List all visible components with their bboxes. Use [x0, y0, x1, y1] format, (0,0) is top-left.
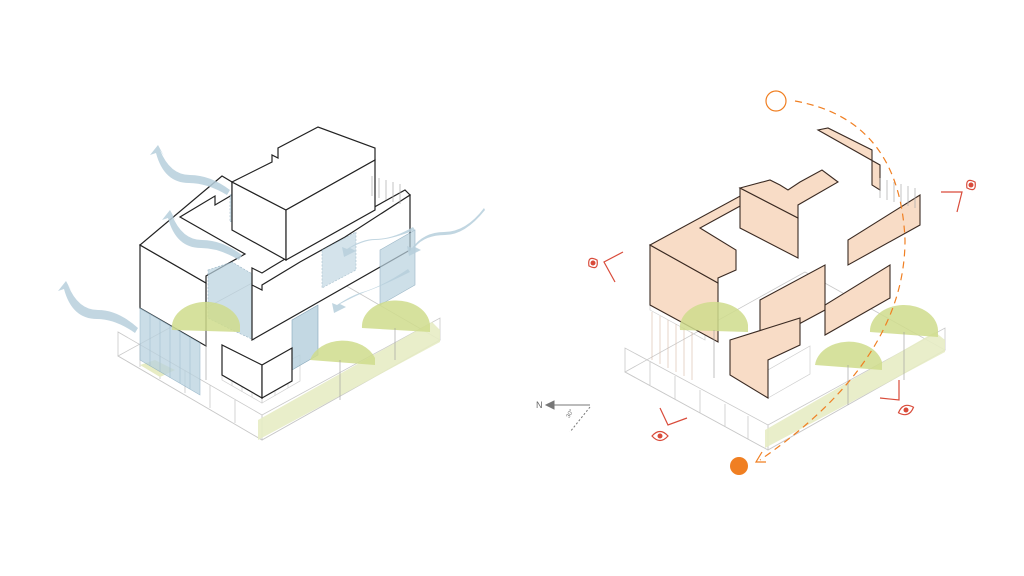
- tree-r1: [679, 301, 748, 378]
- sun-views-diagram: [588, 90, 976, 475]
- window-blue-right: [321, 231, 357, 289]
- screen-panel-right: [379, 229, 416, 306]
- view-eye-bottom-right: [879, 380, 915, 416]
- tree-2: [310, 340, 375, 400]
- volume-centre: [230, 126, 411, 342]
- wind-arrow-right: [407, 208, 485, 256]
- volume-lower: [221, 344, 293, 400]
- view-eye-left: [588, 251, 624, 283]
- tree-3: [361, 300, 430, 360]
- wind-arrow-right-2: [342, 227, 415, 257]
- wind-arrow-mid: [162, 210, 242, 260]
- ventilation-diagram: [58, 126, 485, 441]
- view-eye-bottom-left: [651, 407, 688, 442]
- roof-railing: [371, 176, 401, 204]
- facade-top-2: [738, 169, 839, 219]
- sun-path-arc: [759, 100, 906, 461]
- lawn-strip: [258, 322, 440, 440]
- north-label: N: [536, 400, 543, 410]
- screen-panel-left: [139, 307, 201, 396]
- facade-right-upper: [847, 194, 921, 266]
- facade-lower: [729, 317, 801, 399]
- wind-arrow-top: [150, 145, 230, 195]
- screen-panel-right-diagram: [651, 312, 693, 380]
- sun-path-arrowhead: [754, 451, 766, 463]
- tree-r3: [869, 304, 938, 380]
- wind-arrow-right-3: [332, 269, 410, 313]
- lawn-strip-right: [765, 332, 945, 448]
- tree-r2: [815, 341, 882, 405]
- facade-right-lower: [824, 264, 891, 336]
- roof-railing-right: [879, 178, 916, 208]
- wind-arrow-left: [58, 281, 138, 333]
- tree-1: [171, 301, 240, 380]
- sun-rise-icon: [765, 90, 787, 112]
- north-arrow: [544, 400, 591, 433]
- view-eye-right: [941, 179, 976, 213]
- wind-arrows: [58, 145, 485, 333]
- sun-set-icon: [730, 457, 748, 475]
- facade-top-3: [816, 127, 881, 191]
